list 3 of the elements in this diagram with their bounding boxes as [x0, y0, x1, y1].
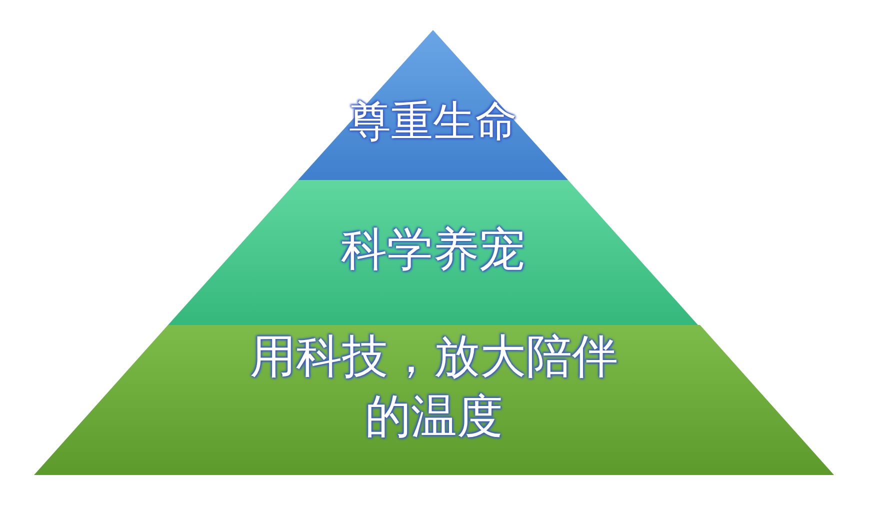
tier-label: 科学养宠: [340, 221, 526, 278]
tier-label: 用科技，放大陪伴的温度: [249, 328, 619, 445]
tier-label: 尊重生命: [347, 96, 518, 148]
